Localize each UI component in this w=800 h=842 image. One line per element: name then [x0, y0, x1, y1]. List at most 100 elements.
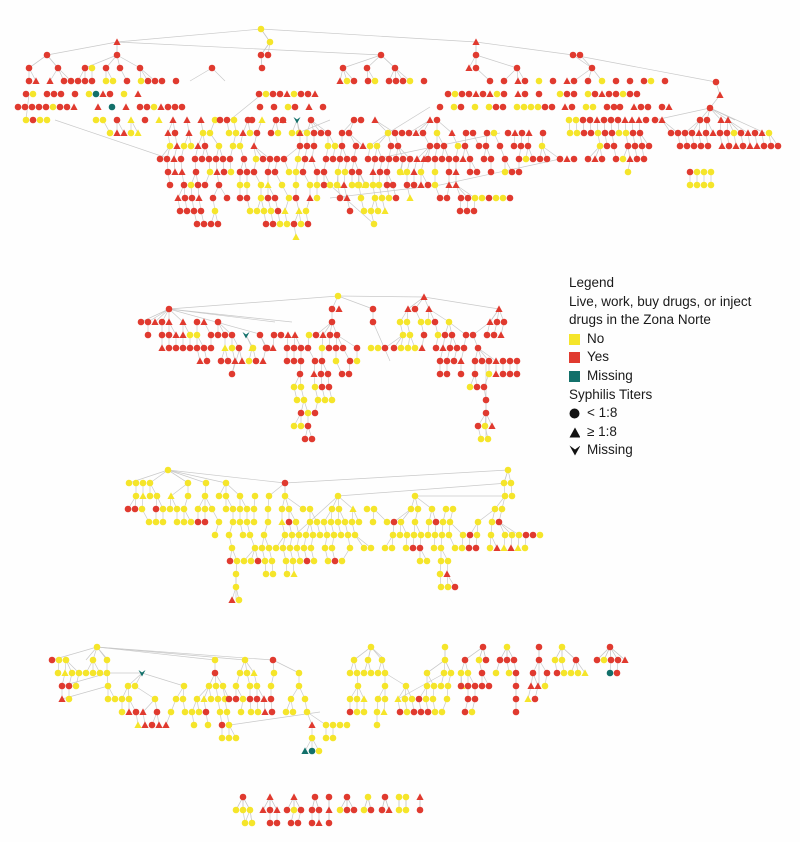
circle-node-icon: [538, 142, 546, 150]
circle-node-icon: [396, 318, 404, 326]
circle-node-icon: [309, 531, 317, 539]
triangle-node-icon: [630, 103, 638, 110]
circle-node-icon: [308, 747, 316, 755]
circle-node-icon: [332, 357, 340, 365]
circle-node-icon: [479, 643, 487, 651]
circle-node-icon: [283, 220, 291, 228]
circle-node-icon: [405, 129, 413, 137]
circle-node-icon: [194, 505, 202, 513]
triangle-node-icon: [291, 331, 299, 338]
legend-item-missing-titer: Missing: [569, 441, 751, 460]
triangle-node-icon: [406, 194, 414, 201]
circle-node-icon: [610, 103, 618, 111]
circle-node-icon: [336, 721, 344, 729]
circle-node-icon: [328, 318, 336, 326]
circle-node-icon: [281, 531, 289, 539]
circle-node-icon: [392, 194, 400, 202]
circle-node-icon: [215, 181, 223, 189]
circle-node-icon: [250, 168, 258, 176]
circle-node-icon: [558, 643, 566, 651]
circle-node-icon: [280, 155, 288, 163]
circle-node-icon: [445, 531, 453, 539]
edge: [354, 534, 372, 549]
circle-node-icon: [205, 155, 213, 163]
circle-node-icon: [301, 435, 309, 443]
edge: [572, 54, 593, 69]
node-layer: [14, 25, 782, 827]
edge: [428, 308, 450, 323]
circle-node-icon: [529, 669, 537, 677]
circle-node-icon: [327, 518, 335, 526]
triangle-node-icon: [279, 116, 287, 123]
circle-node-icon: [317, 370, 325, 378]
circle-node-icon: [474, 518, 482, 526]
circle-node-icon: [433, 116, 441, 124]
circle-node-icon: [246, 806, 254, 814]
circle-node-icon: [572, 656, 580, 664]
circle-node-icon: [548, 103, 556, 111]
circle-node-icon: [357, 194, 365, 202]
edge: [387, 106, 431, 134]
circle-node-icon: [536, 531, 544, 539]
triangle-node-icon: [335, 305, 343, 312]
triangle-node-icon: [162, 721, 170, 728]
circle-node-icon: [536, 155, 544, 163]
circle-node-icon: [352, 142, 360, 150]
circle-node-icon: [127, 129, 135, 137]
circle-node-icon: [477, 435, 485, 443]
circle-node-icon: [445, 318, 453, 326]
circle-node-icon: [343, 806, 351, 814]
circle-node-icon: [265, 544, 273, 552]
circle-node-icon: [264, 518, 272, 526]
circle-node-icon: [403, 531, 411, 539]
edge: [337, 482, 509, 497]
triangle-node-icon: [527, 682, 535, 689]
triangle-node-icon: [340, 181, 348, 188]
circle-node-icon: [364, 155, 372, 163]
circle-node-icon: [172, 77, 180, 85]
circle-node-icon: [296, 557, 304, 565]
circle-node-icon: [65, 682, 73, 690]
edge: [329, 184, 375, 225]
circle-node-icon: [436, 570, 444, 578]
circle-node-icon: [313, 168, 321, 176]
circle-node-icon: [417, 708, 425, 716]
circle-node-icon: [220, 168, 228, 176]
circle-node-icon: [345, 370, 353, 378]
edge: [54, 119, 171, 160]
circle-node-icon: [725, 142, 733, 150]
circle-node-icon: [369, 305, 377, 313]
circle-node-icon: [487, 531, 495, 539]
triangle-node-icon: [380, 708, 388, 715]
circle-node-icon: [294, 819, 302, 827]
circle-node-icon: [183, 207, 191, 215]
circle-node-icon: [518, 129, 526, 137]
circle-node-icon: [475, 656, 483, 664]
circle-node-icon: [339, 344, 347, 352]
circle-node-icon: [396, 708, 404, 716]
circle-node-icon: [553, 669, 561, 677]
circle-node-icon: [492, 103, 500, 111]
triangle-node-icon: [445, 181, 453, 188]
circle-node-icon: [496, 656, 504, 664]
circle-node-icon: [102, 77, 110, 85]
chevron-down-node-icon: [293, 117, 301, 124]
circle-node-icon: [302, 531, 310, 539]
circle-node-icon: [180, 505, 188, 513]
circle-node-icon: [187, 142, 195, 150]
circle-node-icon: [203, 357, 211, 365]
circle-node-icon: [310, 129, 318, 137]
triangle-node-icon: [273, 806, 281, 813]
edge: [426, 659, 446, 674]
circle-node-icon: [343, 77, 351, 85]
circle-node-icon: [403, 168, 411, 176]
circle-node-icon: [305, 331, 313, 339]
edge: [573, 67, 593, 82]
circle-node-icon: [152, 518, 160, 526]
circle-node-icon: [43, 116, 51, 124]
circle-node-icon: [92, 90, 100, 98]
circle-node-icon: [475, 142, 483, 150]
triangle-node-icon: [250, 669, 258, 676]
edge: [116, 28, 262, 43]
circle-node-icon: [297, 344, 305, 352]
